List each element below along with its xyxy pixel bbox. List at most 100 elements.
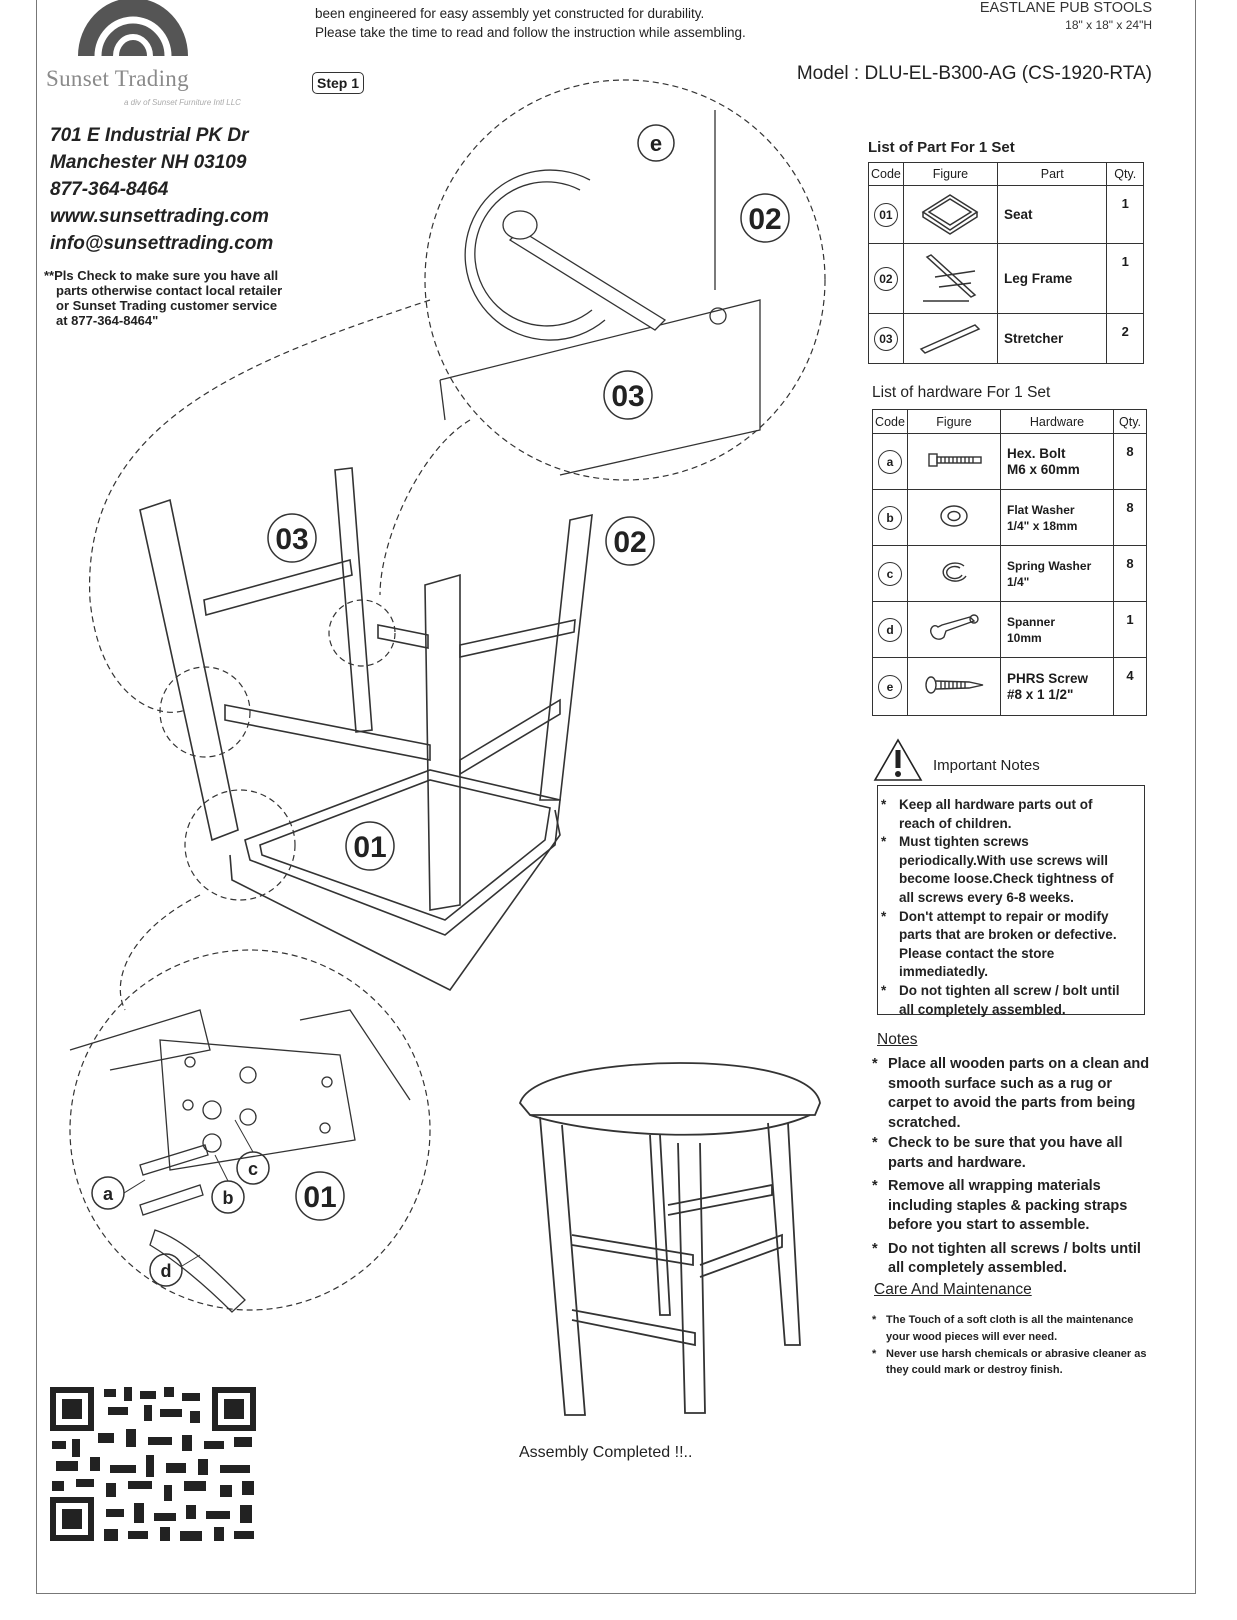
table-row: 01 Seat 1 (868, 185, 1144, 244)
completed-stool-illustration (518, 1062, 821, 1416)
hardware-header-qty: Qty. (1113, 409, 1147, 434)
care-list: *The Touch of a soft cloth is all the ma… (872, 1312, 1162, 1379)
parts-header-code: Code (868, 162, 904, 186)
hardware-qty: 1 (1113, 601, 1147, 658)
callout-mid-02: 02 (613, 526, 646, 559)
brand-tagline: a div of Sunset Furniture Intl LLC (124, 98, 241, 107)
parts-table: Code Figure Part Qty. 01 Seat 1 02 Leg F… (868, 162, 1144, 364)
intro-text: been engineered for easy assembly yet co… (315, 6, 746, 40)
part-code: 01 (873, 202, 898, 227)
part-code: 03 (873, 326, 898, 351)
product-name: EASTLANE PUB STOOLS (979, 0, 1152, 16)
callout-low-01: 01 (303, 1181, 336, 1214)
page-frame (36, 0, 1196, 1594)
callout-c: c (248, 1159, 258, 1179)
hardware-header-figure: Figure (907, 409, 1001, 434)
part-qty: 1 (1106, 185, 1144, 244)
part-name: Seat (996, 185, 1108, 244)
hardware-qty: 4 (1113, 657, 1147, 716)
hardware-code: a (878, 449, 902, 474)
phrs-screw-icon (925, 676, 984, 694)
table-row: 02 Leg Frame 1 (868, 243, 1144, 314)
parts-header-part: Part (996, 162, 1108, 186)
hardware-list-title: List of hardware For 1 Set (872, 384, 1051, 401)
callout-mid-03: 03 (275, 523, 308, 556)
important-notes-box (877, 785, 1145, 1015)
part-name: Leg Frame (996, 243, 1108, 314)
parts-check-note: **Pls Check to make sure you have all pa… (44, 268, 283, 328)
product-header: EASTLANE PUB STOOLS 18" x 18" x 24"H (980, 0, 1152, 32)
parts-header-qty: Qty. (1106, 162, 1144, 186)
list-item: *The Touch of a soft cloth is all the ma… (872, 1314, 1134, 1343)
sunset-logo-icon (78, 0, 188, 56)
callout-d: d (161, 1261, 172, 1281)
callout-top-02: 02 (748, 203, 781, 236)
part-name: Stretcher (996, 313, 1108, 364)
hardware-code: d (878, 617, 902, 642)
email: info@sunsettrading.com (50, 233, 274, 254)
seat-icon (922, 194, 979, 235)
assembly-completed-text: Assembly Completed !!.. (519, 1444, 693, 1461)
list-item: *Never use harsh chemicals or abrasive c… (872, 1347, 1147, 1377)
leg-frame-icon (923, 254, 977, 302)
hardware-header-code: Code (872, 409, 908, 434)
hardware-code: c (878, 561, 902, 586)
callout-mid-01: 01 (353, 831, 386, 864)
assembly-diagram: e 02 03 03 02 01 01 a b c d (69, 79, 826, 1313)
spring-washer-icon (942, 562, 967, 582)
stretcher-icon (920, 324, 981, 354)
table-row: 03 Stretcher 2 (868, 313, 1144, 364)
step-label: Step 1 (312, 72, 365, 94)
hardware-code: e (878, 674, 902, 699)
list-item: *Do not tighten all screws / bolts until… (872, 1240, 1141, 1277)
product-dimensions: 18" x 18" x 24"H (1065, 18, 1152, 32)
contact-block: 701 E Industrial PK Dr Manchester NH 031… (50, 122, 273, 257)
hardware-name: PHRS Screw#8 x 1 1/2" (1000, 657, 1114, 716)
part-qty: 1 (1106, 243, 1144, 314)
hex-bolt-icon (928, 453, 982, 467)
callout-top-03: 03 (611, 380, 644, 413)
table-row: e PHRS Screw#8 x 1 1/2" 4 (872, 657, 1147, 716)
brand-name: Sunset Trading (46, 66, 189, 91)
address-line-2: Manchester NH 03109 (50, 152, 247, 173)
flat-washer-icon (940, 505, 968, 527)
callout-e: e (650, 131, 662, 156)
phone: 877-364-8464 (50, 179, 169, 200)
hardware-header-hardware: Hardware (1000, 409, 1114, 434)
spanner-icon (929, 614, 979, 640)
care-title: Care And Maintenance (874, 1281, 1032, 1298)
model-number: Model : DLU-EL-B300-AG (CS-1920-RTA) (796, 63, 1152, 84)
callout-a: a (103, 1184, 114, 1204)
parts-list-title: List of Part For 1 Set (868, 139, 1015, 156)
callout-b: b (223, 1188, 234, 1208)
website: www.sunsettrading.com (50, 206, 269, 227)
part-code: 02 (873, 266, 898, 291)
hardware-qty: 8 (1113, 489, 1147, 546)
part-qty: 2 (1106, 313, 1144, 364)
important-notes-title: Important Notes (933, 757, 1040, 774)
notes-title: Notes (877, 1031, 918, 1048)
hardware-qty: 8 (1113, 545, 1147, 602)
address-line-1: 701 E Industrial PK Dr (50, 125, 249, 146)
parts-header-figure: Figure (902, 162, 999, 186)
hardware-code: b (878, 505, 902, 530)
qr-code-icon (48, 1385, 258, 1543)
